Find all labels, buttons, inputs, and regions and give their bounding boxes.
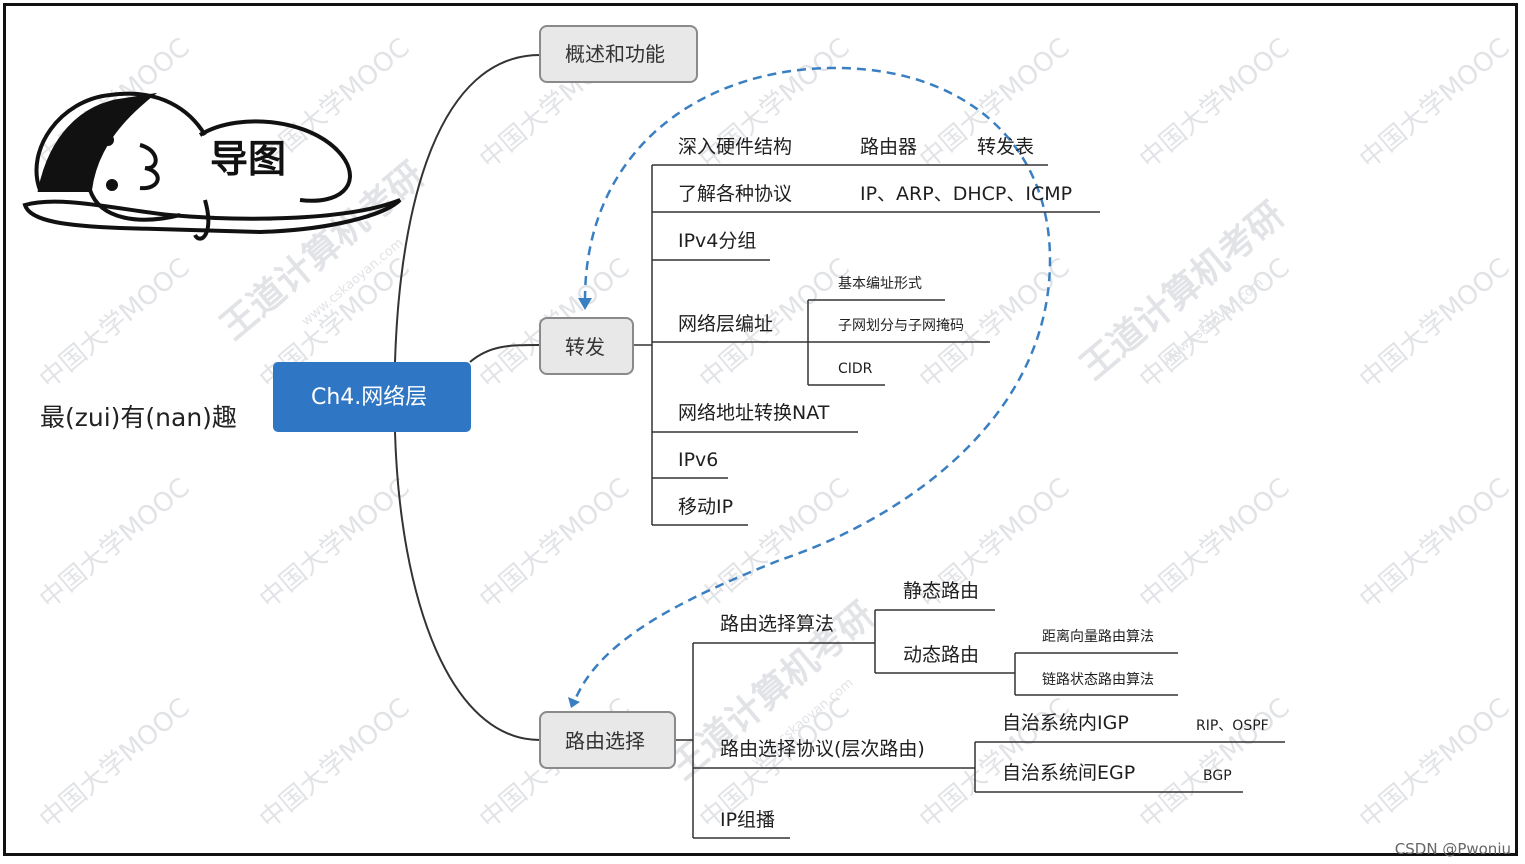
routing-structure [675, 609, 1285, 839]
rt-algorithms-label: 路由选择算法 [720, 613, 834, 635]
root-note: 最(zui)有(nan)趣 [40, 403, 237, 432]
rt-igp-detail: RIP、OSPF [1196, 718, 1269, 734]
watermark-text: 中国大学MOOC [34, 693, 195, 835]
rt-static-label: 静态路由 [903, 580, 979, 602]
watermark-text: 中国大学MOOC [694, 473, 855, 615]
watermark-text: 中国大学MOOC [34, 473, 195, 615]
forwarding-node[interactable] [539, 317, 634, 375]
root-node[interactable] [273, 362, 471, 432]
watermark-text: 中国大学MOOC [1354, 473, 1515, 615]
dashed-arrows [573, 66, 1052, 701]
mascot-title: 导图 [210, 137, 287, 181]
routing-node[interactable] [539, 711, 676, 769]
root-connectors [394, 54, 541, 741]
fwd-addressing-label: 网络层编址 [678, 313, 773, 335]
addr-subnet-label: 子网划分与子网掩码 [838, 318, 964, 334]
watermark-text: 中国大学MOOC [254, 693, 415, 835]
routing-label: 路由选择 [565, 729, 645, 753]
credit-text: CSDN @Pwoniu [1394, 840, 1511, 858]
mascot-illustration [22, 91, 402, 241]
overview-label: 概述和功能 [565, 42, 665, 66]
rt-protocols-label: 路由选择协议(层次路由) [720, 738, 925, 760]
watermark-text: 中国大学MOOC [34, 253, 195, 395]
forwarding-label: 转发 [565, 335, 605, 359]
addr-basic-label: 基本编址形式 [838, 275, 922, 292]
fwd-hardware-label: 深入硬件结构 [678, 136, 792, 158]
fwd-ipv4-label: IPv4分组 [678, 230, 756, 252]
arrowhead-top [578, 298, 592, 310]
fwd-mobile-label: 移动IP [678, 496, 733, 518]
addr-cidr-label: CIDR [838, 361, 873, 377]
watermark-text: 中国大学MOOC [1134, 473, 1295, 615]
diagram-frame [3, 3, 1518, 856]
forwarding-structure [632, 164, 1100, 526]
fwd-table-label: 转发表 [977, 136, 1034, 158]
fwd-ipv6-label: IPv6 [678, 449, 718, 471]
root-label: Ch4.网络层 [311, 385, 427, 410]
rt-multicast-label: IP组播 [720, 809, 775, 831]
rt-igp-label: 自治系统内IGP [1002, 712, 1129, 734]
rt-link-state-label: 链路状态路由算法 [1042, 672, 1154, 688]
watermark-text: 中国大学MOOC [1134, 33, 1295, 175]
watermark-text: 中国大学MOOC [1354, 693, 1515, 835]
watermark-text: 中国大学MOOC [1354, 33, 1515, 175]
rt-distance-vector-label: 距离向量路由算法 [1042, 628, 1154, 645]
fwd-protocols-detail: IP、ARP、DHCP、ICMP [860, 183, 1072, 205]
watermark-text: 中国大学MOOC [474, 473, 635, 615]
fwd-protocols-label: 了解各种协议 [678, 183, 792, 205]
fwd-nat-label: 网络地址转换NAT [678, 402, 830, 424]
fwd-router-label: 路由器 [860, 136, 917, 158]
watermark-text: 中国大学MOOC [1354, 253, 1515, 395]
arrowhead-bottom [568, 697, 580, 708]
watermark-text: 中国大学MOOC [254, 473, 415, 615]
overview-node[interactable] [539, 25, 698, 83]
rt-dynamic-label: 动态路由 [903, 644, 979, 666]
rt-egp-detail: BGP [1203, 768, 1232, 784]
rt-egp-label: 自治系统间EGP [1002, 762, 1135, 784]
watermark-text: 中国大学MOOC [1134, 693, 1295, 835]
